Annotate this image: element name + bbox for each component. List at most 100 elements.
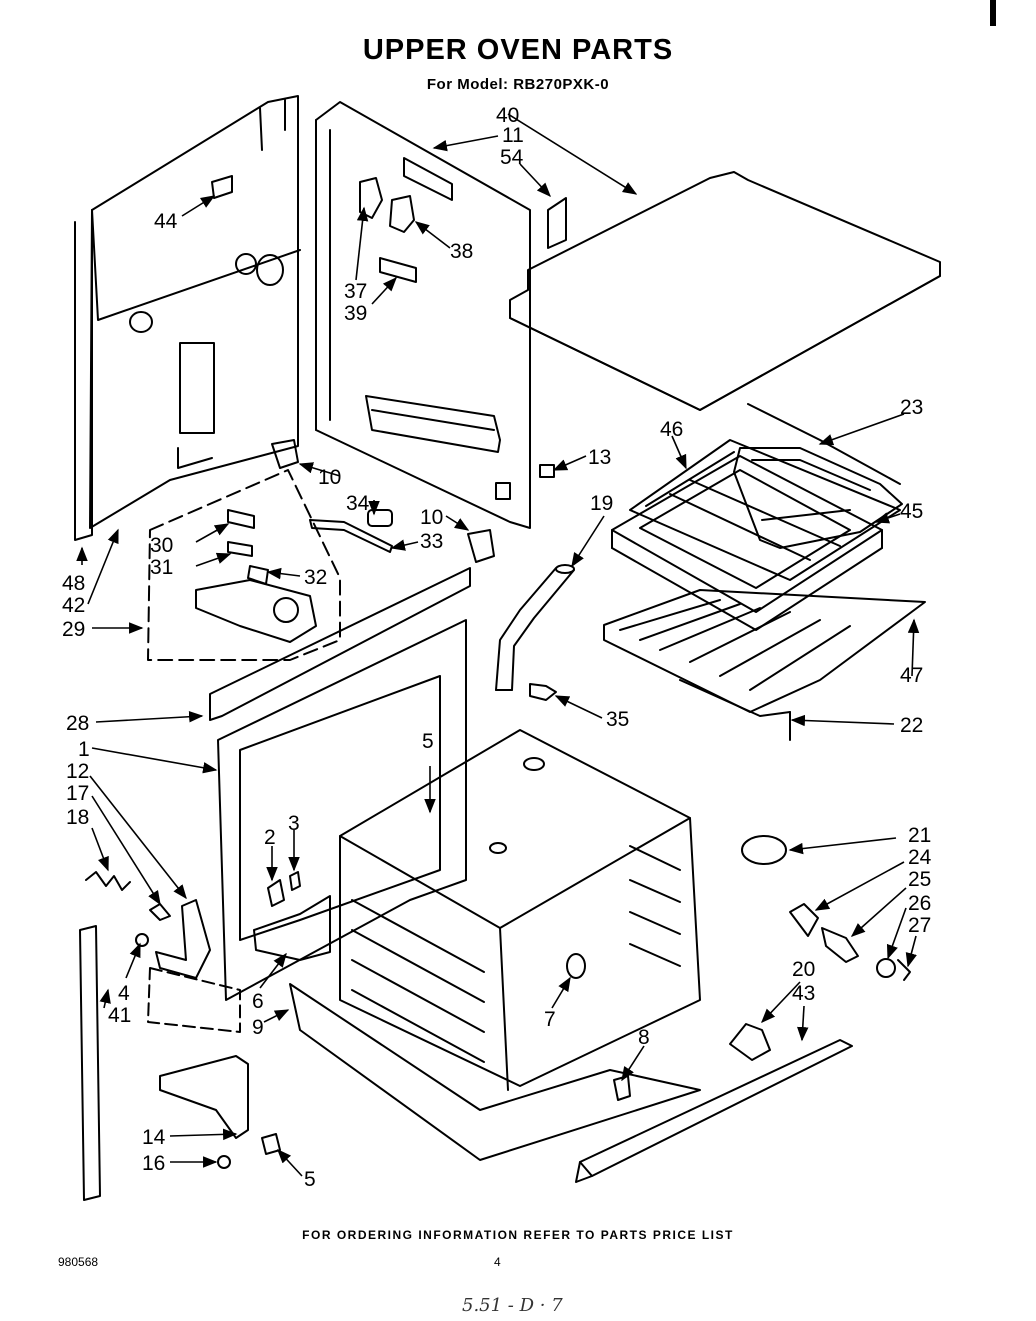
bracket-part	[547, 197, 567, 249]
bracket-33-part	[309, 519, 393, 553]
leader-42	[87, 528, 119, 605]
leader-47	[907, 618, 920, 677]
part-label-1: 1	[78, 738, 90, 761]
hinge-strip-41-part	[79, 925, 101, 1201]
part-label-5b: 5	[304, 1168, 316, 1191]
leader-7	[551, 976, 571, 1009]
leader-40	[507, 113, 638, 195]
switch-34-part	[367, 509, 393, 527]
part-label-31: 31	[150, 556, 173, 579]
sensor-part	[529, 683, 557, 701]
leader-39	[371, 276, 397, 305]
leader-23	[818, 413, 905, 446]
screw-5-part	[261, 1133, 281, 1155]
part-label-30: 30	[150, 534, 173, 557]
part-label-20: 20	[792, 958, 815, 981]
part-label-33: 33	[420, 530, 443, 553]
leader-18	[91, 827, 109, 872]
screw-16-part	[217, 1155, 231, 1169]
leader-10b	[445, 515, 470, 531]
leader-12	[89, 775, 187, 900]
leader-41	[99, 988, 111, 1009]
socket-20-part	[729, 1023, 771, 1061]
socket-24-part	[789, 903, 819, 937]
part-label-17: 17	[66, 782, 89, 805]
page-number: 4	[494, 1255, 501, 1269]
thermostat-part	[195, 509, 317, 643]
part-label-46: 46	[660, 418, 683, 441]
thermostat-group-outline	[147, 469, 341, 661]
part-label-34: 34	[346, 492, 370, 515]
leader-1	[91, 747, 218, 774]
top-panel-part	[509, 171, 941, 411]
leader-43	[797, 1005, 809, 1042]
part-label-9: 9	[252, 1016, 264, 1039]
part-label-47: 47	[900, 664, 923, 687]
part-label-29: 29	[62, 618, 85, 641]
leader-19	[571, 515, 605, 568]
part-label-45: 45	[900, 500, 923, 523]
leader-22	[790, 714, 895, 727]
leader-38	[414, 221, 451, 249]
part-label-32: 32	[304, 566, 327, 589]
nut-4-part	[135, 933, 149, 947]
part-label-8: 8	[638, 1026, 650, 1049]
leader-21	[788, 837, 897, 855]
leader-46	[671, 435, 687, 470]
part-label-44: 44	[154, 210, 178, 233]
part-label-28: 28	[66, 712, 89, 735]
bracket-10a-part	[271, 439, 299, 469]
trim-strip-part	[575, 1039, 853, 1183]
hinge-6-part	[253, 895, 331, 961]
leader-14	[169, 1128, 238, 1141]
bulb-25-part	[821, 927, 859, 963]
part-17	[149, 903, 171, 921]
leader-24	[814, 861, 905, 911]
lower-panel-part	[289, 983, 701, 1161]
part-label-54: 54	[500, 146, 524, 169]
part-label-40: 40	[496, 104, 519, 127]
clip-26-part	[876, 958, 896, 978]
page-title: UPPER OVEN PARTS	[362, 34, 674, 66]
leader-31	[195, 552, 232, 567]
part-label-16: 16	[142, 1152, 165, 1175]
part-label-23: 23	[900, 396, 923, 419]
part-label-41: 41	[108, 1004, 131, 1027]
hinge-group-outline	[147, 967, 241, 1033]
part-label-38: 38	[450, 240, 473, 263]
leader-8	[621, 1045, 645, 1082]
document-number: 980568	[58, 1255, 99, 1269]
side-panel-part	[74, 95, 301, 541]
part-label-6: 6	[252, 990, 264, 1013]
part-label-4: 4	[118, 982, 130, 1005]
leader-30	[195, 523, 230, 543]
part-label-43: 43	[792, 982, 815, 1005]
leader-17	[91, 795, 161, 906]
part-label-27: 27	[908, 914, 931, 937]
leader-37	[355, 206, 369, 281]
part-label-19: 19	[590, 492, 613, 515]
front-frame-part	[217, 619, 467, 1001]
switch-2-part	[267, 879, 285, 907]
part-label-22: 22	[900, 714, 923, 737]
leader-20	[761, 981, 801, 1024]
oven-rack-part	[629, 439, 901, 581]
part-label-35: 35	[606, 708, 629, 731]
leader-44	[181, 195, 216, 217]
clip-27-part	[897, 959, 911, 981]
leader-6	[259, 952, 287, 989]
part-label-14: 14	[142, 1126, 166, 1149]
ordering-info-footer: FOR ORDERING INFORMATION REFER TO PARTS …	[302, 1228, 734, 1242]
rail-part	[209, 567, 471, 721]
leader-25	[850, 887, 907, 937]
part-label-48: 48	[62, 572, 85, 595]
part-label-5a: 5	[422, 730, 434, 753]
part-label-10b: 10	[420, 506, 443, 529]
leader-9	[263, 1009, 290, 1023]
leader-54	[519, 163, 551, 198]
spring-18-part	[85, 871, 131, 891]
hinge-12-part	[155, 899, 211, 979]
leader-10a	[298, 462, 341, 477]
leader-27	[905, 935, 917, 968]
part-label-24: 24	[908, 846, 932, 869]
